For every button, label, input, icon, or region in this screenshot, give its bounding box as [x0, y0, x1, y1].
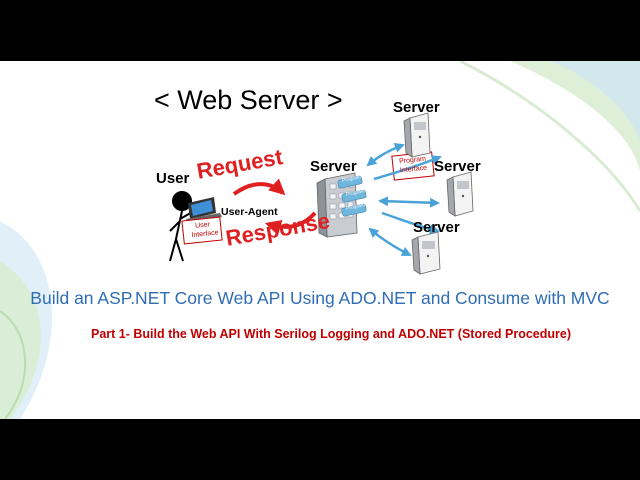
decorative-swoosh-right	[459, 61, 640, 212]
web-server-heading: < Web Server >	[154, 85, 343, 115]
letterbox-bottom	[0, 419, 640, 480]
video-title: Build an ASP.NET Core Web API Using ADO.…	[30, 288, 610, 308]
decorative-swoosh-left	[0, 221, 53, 419]
server-top-icon	[403, 112, 431, 158]
letterbox-top	[0, 0, 640, 61]
center-server-icon	[316, 172, 358, 238]
laptop-icon	[186, 197, 222, 223]
video-subtitle: Part 1- Build the Web API With Serilog L…	[91, 327, 571, 341]
server-bottom-icon	[411, 231, 441, 275]
slide: < Web Server > User User-Agent User Inte…	[0, 61, 640, 419]
center-server-label: Server	[310, 158, 357, 175]
server-right-label: Server	[434, 158, 481, 175]
diagram-graphics	[0, 61, 640, 419]
user-interface-box	[181, 216, 223, 245]
server-connection-arrows	[366, 143, 442, 257]
user-interface-text: User Interface	[190, 220, 219, 240]
response-arrow	[264, 211, 317, 236]
server-bottom-label: Server	[413, 219, 460, 236]
server-right-icon	[446, 171, 474, 217]
server-top-label: Server	[393, 99, 440, 116]
request-arrow	[232, 178, 286, 196]
program-interface-text: Program Interface	[397, 154, 429, 175]
program-tags	[337, 175, 367, 217]
user-agent-label: User-Agent	[221, 206, 278, 218]
user-figure-icon	[169, 191, 195, 262]
user-label: User	[156, 170, 190, 187]
